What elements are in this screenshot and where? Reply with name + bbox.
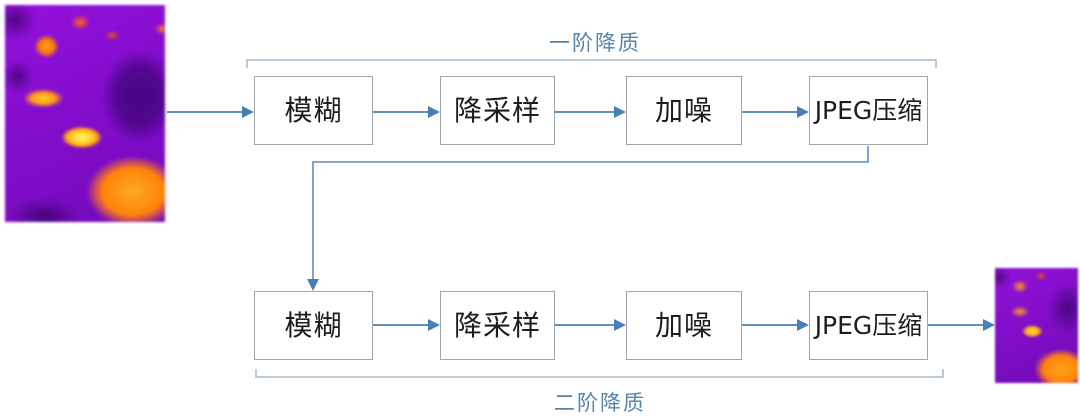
- arrowhead-icon: [242, 106, 254, 118]
- arrowhead-icon: [428, 319, 440, 331]
- stage2-box-jpeg: JPEG压缩: [809, 291, 928, 360]
- box-label: JPEG压缩: [814, 311, 923, 340]
- arrow-jpeg2-to-output: [928, 319, 995, 331]
- stage1-box-downsample: 降采样: [440, 76, 555, 145]
- arrow-downsample1-to-noise1: [555, 106, 626, 118]
- arrow-noise1-to-jpeg1: [742, 106, 809, 118]
- arrowhead-icon: [797, 319, 809, 331]
- box-label: 加噪: [654, 93, 713, 127]
- stage2-box-blur: 模糊: [254, 291, 373, 360]
- stage2-label: 二阶降质: [554, 391, 646, 415]
- stage2-box-downsample: 降采样: [440, 291, 555, 360]
- box-label: 降采样: [453, 308, 541, 342]
- arrowhead-icon: [797, 106, 809, 118]
- box-label: 加噪: [654, 308, 713, 342]
- box-label: 模糊: [284, 308, 343, 342]
- stage1-box-jpeg: JPEG压缩: [809, 76, 928, 145]
- arrowhead-icon: [307, 279, 319, 291]
- stage2-bracket: [255, 369, 944, 378]
- arrow-blur1-to-downsample1: [373, 106, 440, 118]
- stage1-bracket: [246, 59, 937, 68]
- arrow-blur2-to-downsample2: [373, 319, 440, 331]
- box-label: 降采样: [453, 93, 541, 127]
- arrow-noise2-to-jpeg2: [742, 319, 809, 331]
- arrow-downsample2-to-noise2: [555, 319, 626, 331]
- connector-jpeg1-to-blur2: [307, 146, 869, 291]
- output-thermal-image: [995, 268, 1078, 383]
- stage2-box-noise: 加噪: [626, 291, 742, 360]
- stage1-box-noise: 加噪: [626, 76, 742, 145]
- box-label: 模糊: [284, 93, 343, 127]
- arrowhead-icon: [614, 319, 626, 331]
- arrowhead-icon: [614, 106, 626, 118]
- stage1-box-blur: 模糊: [254, 76, 373, 145]
- stage1-label: 一阶降质: [549, 31, 641, 55]
- box-label: JPEG压缩: [814, 96, 923, 125]
- arrowhead-icon: [428, 106, 440, 118]
- input-thermal-image: [5, 5, 165, 222]
- arrowhead-icon: [983, 319, 995, 331]
- arrow-input-to-blur1: [167, 106, 254, 118]
